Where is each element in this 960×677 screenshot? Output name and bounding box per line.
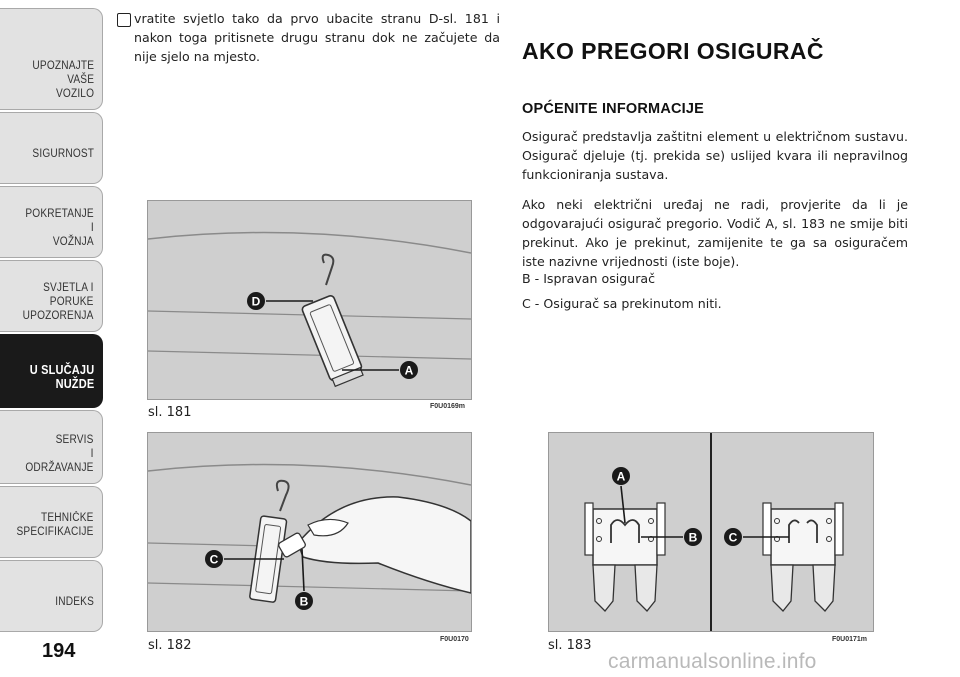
watermark: carmanualsonline.info	[608, 650, 817, 673]
tab-u-slucaju-nuzde[interactable]: U SLUČAJU NUŽDE	[0, 334, 103, 408]
callout-marker	[295, 592, 313, 610]
figure-182: C B	[147, 432, 472, 632]
tab-label: POKRETANJE I VOŽNJA	[25, 208, 94, 248]
callout-d: D	[252, 295, 261, 309]
legend-item-b: B - Ispravan osigurač	[522, 271, 656, 286]
fuse-blown	[762, 502, 844, 612]
figure-183-code: F0U0171m	[832, 636, 868, 643]
figure-183-illustration: A B C	[584, 433, 844, 631]
figure-182-code: F0U0170	[440, 636, 469, 643]
figure-181-illustration: D A	[147, 231, 472, 388]
callout-c: C	[729, 531, 738, 545]
figure-182-caption: sl. 182	[148, 638, 192, 653]
callout-a: A	[617, 470, 626, 484]
figure-183: A B C	[548, 432, 874, 632]
callout-marker	[612, 467, 630, 485]
figure-181: D A	[147, 200, 472, 400]
callout-b: B	[300, 595, 309, 609]
tab-label: TEHNIČKE SPECIFIKACIJE	[16, 512, 94, 538]
tab-label: SVJETLA I PORUKE UPOZORENJA	[23, 282, 94, 322]
tab-label: SERVIS I ODRŽAVANJE	[25, 434, 94, 474]
fuse-intact	[584, 502, 666, 612]
callout-a: A	[405, 364, 414, 378]
tab-label: UPOZNAJTE VAŠE VOZILO	[32, 60, 94, 100]
callout-marker	[400, 361, 418, 379]
tab-upoznajte-vase-vozilo[interactable]: UPOZNAJTE VAŠE VOZILO	[0, 8, 103, 110]
checkbox-bullet-icon	[117, 13, 131, 27]
chapter-tabs: UPOZNAJTE VAŠE VOZILO SIGURNOST POKRETAN…	[0, 0, 104, 677]
tab-svjetla-i-poruke[interactable]: SVJETLA I PORUKE UPOZORENJA	[0, 260, 103, 332]
callout-c: C	[210, 553, 219, 567]
paragraph-fuse-check: Ako neki električni uređaj ne radi, prov…	[522, 197, 908, 269]
tab-indeks[interactable]: INDEKS	[0, 560, 103, 632]
tab-servis-i-odrzavanje[interactable]: SERVIS I ODRŽAVANJE	[0, 410, 103, 484]
callout-b: B	[689, 531, 698, 545]
legend-item-c: C - Osigurač sa prekinutom niti.	[522, 296, 722, 311]
tab-sigurnost[interactable]: SIGURNOST	[0, 112, 103, 184]
callout-marker	[205, 550, 223, 568]
tab-pokretanje-i-voznja[interactable]: POKRETANJE I VOŽNJA	[0, 186, 103, 258]
figure-183-caption: sl. 183	[548, 638, 592, 653]
tab-label: INDEKS	[55, 596, 94, 608]
callout-marker	[247, 292, 265, 310]
tab-label: U SLUČAJU NUŽDE	[29, 363, 94, 391]
figure-182-illustration: C B	[147, 463, 472, 610]
figure-181-code: F0U0169m	[430, 403, 466, 410]
paragraph-fuse-definition: Osigurač predstavlja zaštitni element u …	[522, 129, 908, 182]
callout-marker	[724, 528, 742, 546]
section-heading: AKO PREGORI OSIGURAČ	[522, 38, 824, 64]
page-number: 194	[42, 640, 76, 662]
instruction-text: vratite svjetlo tako da prvo ubacite str…	[134, 11, 500, 64]
callout-marker	[684, 528, 702, 546]
figure-181-caption: sl. 181	[148, 405, 192, 420]
subsection-heading: OPĆENITE INFORMACIJE	[522, 101, 705, 117]
tab-tehnicke-specifikacije[interactable]: TEHNIČKE SPECIFIKACIJE	[0, 486, 103, 558]
tab-label: SIGURNOST	[32, 148, 94, 160]
